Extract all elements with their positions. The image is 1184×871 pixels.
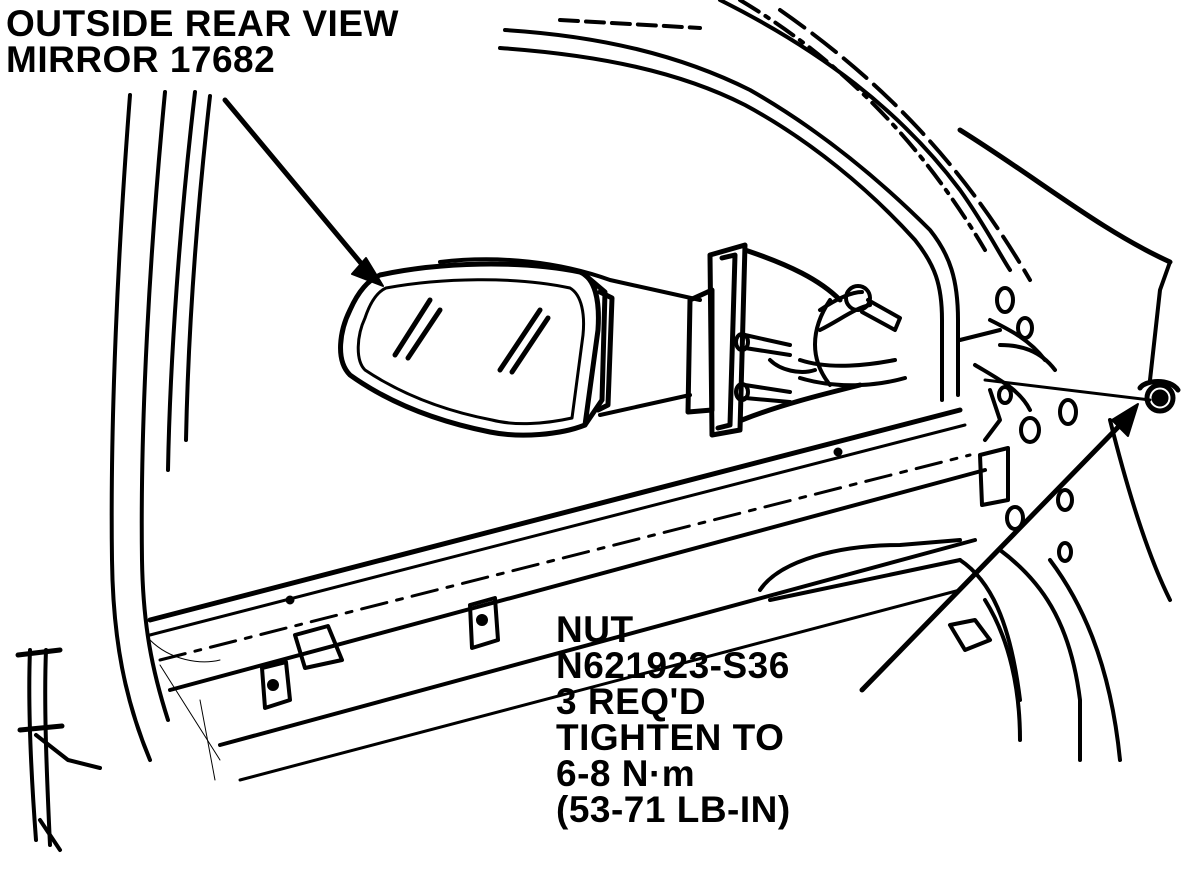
door-beltline: [147, 407, 987, 782]
mirror-base: [685, 242, 863, 438]
nut-callout-line-1: NUT: [556, 609, 634, 650]
nut-leader-line: [859, 417, 1128, 693]
door-hardware: [958, 318, 1152, 442]
mirror-studs: [734, 284, 907, 404]
nut-callout-label: NUT N621923-S36 3 REQ'D TIGHTEN TO 6-8 N…: [556, 609, 791, 830]
mirror-head: [338, 257, 702, 438]
mirror-callout-label: OUTSIDE REAR VIEW MIRROR 17682: [6, 3, 399, 80]
mirror-leader-line: [222, 97, 378, 283]
mounting-holes: [995, 286, 1078, 563]
window-frame: [498, 0, 1173, 402]
mirror-leader-arrow: [351, 257, 384, 287]
mirror-callout-line-1: OUTSIDE REAR VIEW: [6, 3, 399, 44]
nut-callout-line-3: 3 REQ'D: [556, 681, 707, 722]
door-clips: [260, 446, 1010, 710]
nut: [1137, 379, 1181, 414]
door-inner-panel: [758, 418, 1172, 762]
mirror-callout-line-2: MIRROR 17682: [6, 39, 276, 80]
nut-callout-line-4: TIGHTEN TO: [556, 717, 785, 758]
nut-callout-line-6: (53-71 LB-IN): [556, 789, 791, 830]
leader-lines: [222, 97, 1139, 693]
nut-leader-arrow: [1111, 403, 1139, 437]
nut-callout-line-2: N621923-S36: [556, 645, 790, 686]
nut-callout-line-5: 6-8 N·m: [556, 753, 696, 794]
a-pillar: [15, 90, 212, 852]
